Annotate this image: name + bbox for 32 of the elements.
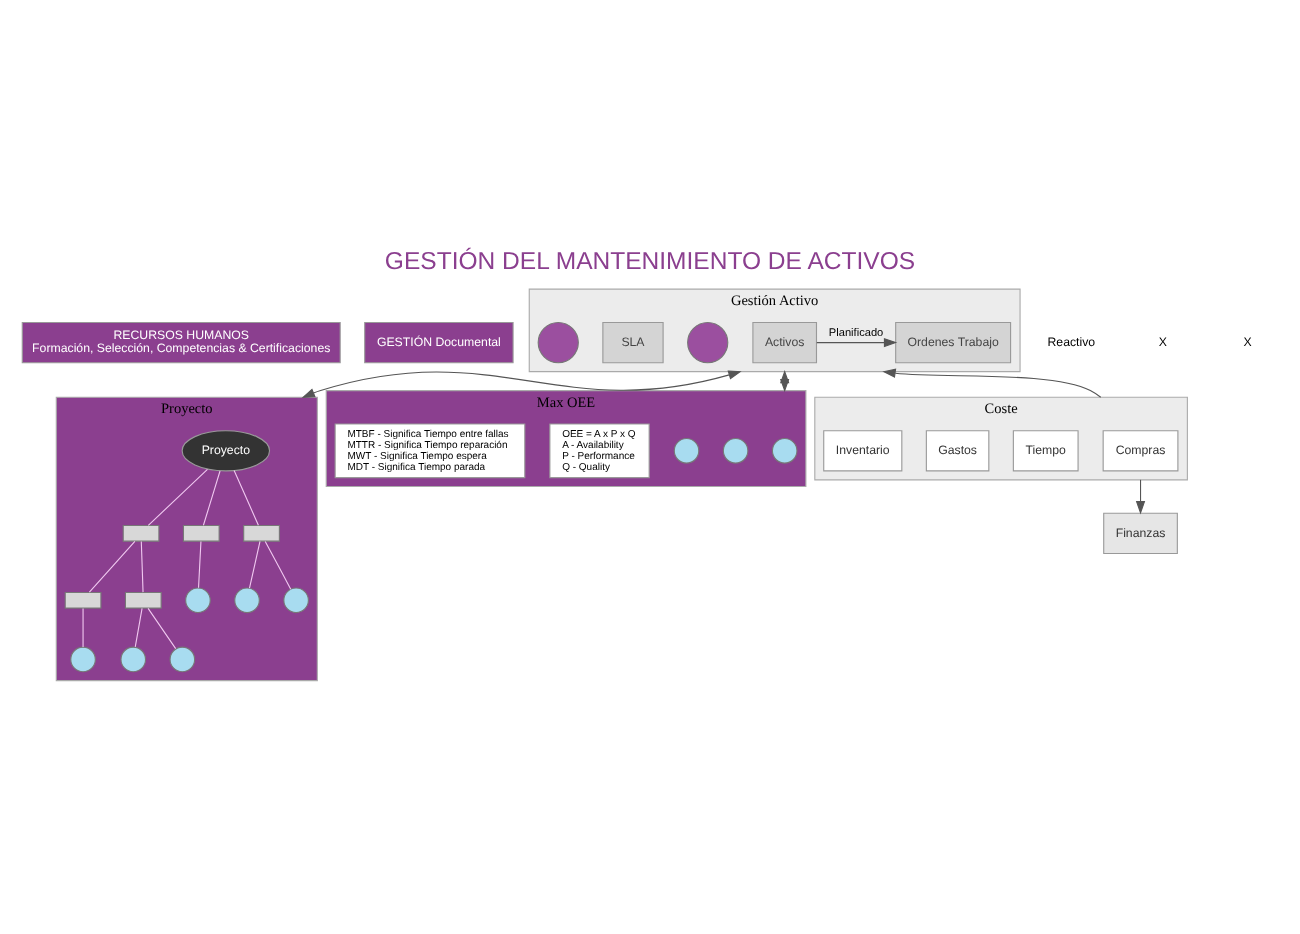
arrow xyxy=(301,370,742,398)
connector xyxy=(202,470,221,526)
node-circle xyxy=(687,322,729,364)
node-box xyxy=(124,591,162,609)
connector xyxy=(147,468,208,526)
diagram-title: GESTIÓN DEL MANTENIMIENTO DE ACTIVOS xyxy=(384,246,916,275)
node-circle xyxy=(185,587,211,614)
arrow xyxy=(882,368,1102,398)
connector xyxy=(198,540,202,589)
node-circle xyxy=(169,646,196,673)
connector xyxy=(233,470,259,526)
connector xyxy=(134,607,143,648)
connector xyxy=(82,607,84,648)
connector xyxy=(248,540,261,589)
node-circle xyxy=(283,587,309,614)
connector xyxy=(140,540,144,593)
connector xyxy=(147,607,177,650)
node-circle xyxy=(673,438,700,464)
node-circle xyxy=(120,646,147,673)
arrow xyxy=(1135,479,1146,515)
connector xyxy=(88,540,136,593)
node-circle xyxy=(722,438,749,464)
node-box xyxy=(64,591,102,609)
node-circle xyxy=(70,646,96,673)
connector xyxy=(264,540,292,590)
node-circle xyxy=(234,587,260,614)
node-box xyxy=(122,525,160,542)
node-circle xyxy=(537,322,579,364)
node-box xyxy=(182,525,220,542)
node-circle xyxy=(771,438,798,464)
node-box xyxy=(243,525,280,542)
arrow xyxy=(816,337,898,348)
